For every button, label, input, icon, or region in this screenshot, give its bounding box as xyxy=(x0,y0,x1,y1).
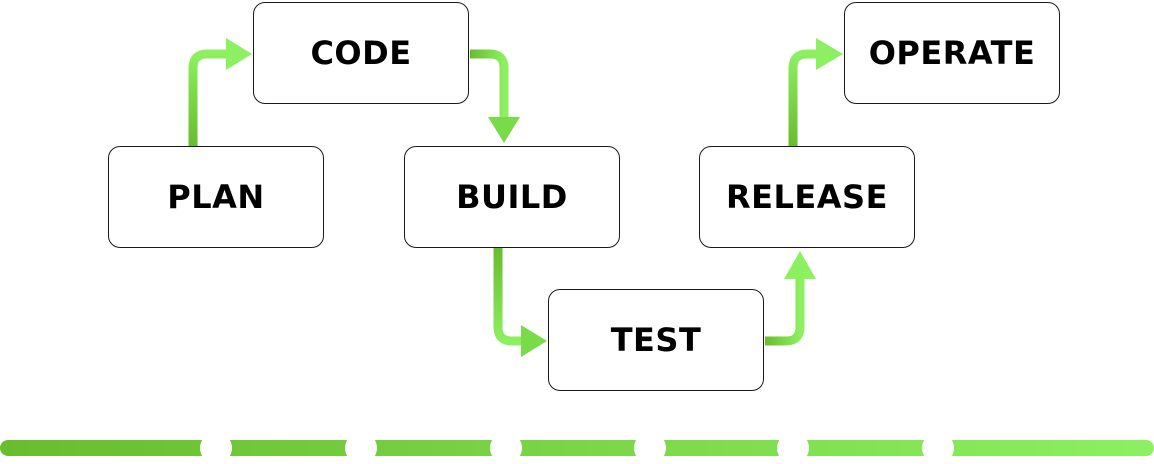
stage-operate: OPERATE xyxy=(844,2,1060,104)
timeline-gap xyxy=(345,432,377,464)
stage-test: TEST xyxy=(548,289,764,391)
arrow-build-to-test xyxy=(493,248,547,357)
timeline-gap xyxy=(922,432,954,464)
timeline-gap xyxy=(490,432,522,464)
stage-code: CODE xyxy=(253,2,469,104)
arrow-test-to-release xyxy=(765,251,816,346)
timeline-gap xyxy=(777,432,809,464)
stage-label-build: BUILD xyxy=(456,178,568,216)
stage-release: RELEASE xyxy=(699,146,915,248)
stage-label-plan: PLAN xyxy=(167,178,265,216)
arrow-plan-to-code xyxy=(188,38,252,146)
timeline-gap xyxy=(634,432,666,464)
timeline-gap xyxy=(200,432,232,464)
stage-label-release: RELEASE xyxy=(726,178,888,216)
arrow-code-to-build xyxy=(470,49,520,143)
stage-label-test: TEST xyxy=(610,321,702,359)
stage-label-code: CODE xyxy=(310,34,412,72)
arrow-release-to-operate xyxy=(788,38,843,146)
timeline-bar xyxy=(0,432,1154,464)
stage-plan: PLAN xyxy=(108,146,324,248)
stage-label-operate: OPERATE xyxy=(868,34,1036,72)
stage-build: BUILD xyxy=(404,146,620,248)
